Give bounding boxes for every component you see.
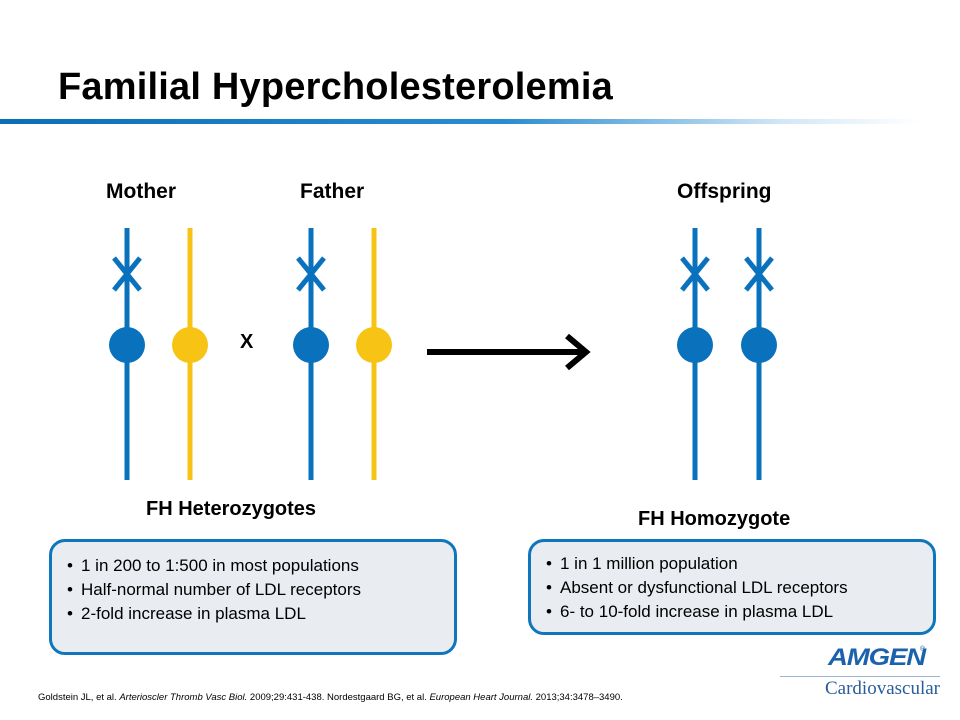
- offspring-chromosome-mutant-2: [741, 228, 777, 480]
- fact-item: 1 in 200 to 1:500 in most populations: [65, 554, 454, 578]
- father-chromosome-mutant: [293, 228, 329, 480]
- logo-registered-mark: ®: [920, 646, 926, 653]
- citation: Goldstein JL, et al. Arterioscler Thromb…: [38, 692, 623, 703]
- father-label: Father: [300, 180, 365, 203]
- x-mark-icon: [680, 256, 710, 292]
- cross-symbol: X: [240, 331, 254, 353]
- citation-details-1: 2009;29:431-438. Nordestgaard BG, et al.: [247, 692, 430, 703]
- arrow-right-icon: [427, 333, 591, 371]
- logo-division: Cardiovascular: [824, 678, 940, 699]
- centromere-mutant: [293, 327, 329, 363]
- x-mark-icon: [296, 256, 326, 292]
- mother-label: Mother: [106, 180, 176, 203]
- mother-chromosome-mutant: [109, 228, 145, 480]
- x-mark-icon: [744, 256, 774, 292]
- fact-item: 1 in 1 million population: [544, 552, 933, 576]
- centromere-mutant: [741, 327, 777, 363]
- citation-details-2: 2013;34:3478–3490.: [532, 692, 623, 703]
- logo-brand: AMGEN: [828, 644, 926, 671]
- citation-journal-2: European Heart Journal.: [429, 692, 533, 703]
- offspring-chromosome-mutant-1: [677, 228, 713, 480]
- citation-journal-1: Arterioscler Thromb Vasc Biol.: [119, 692, 248, 703]
- citation-authors-1: Goldstein JL, et al.: [38, 692, 120, 703]
- title-underline: [0, 119, 920, 124]
- centromere-mutant: [109, 327, 145, 363]
- mother-chromosome-normal: [172, 228, 208, 480]
- heterozygote-facts-box: 1 in 200 to 1:500 in most populations Ha…: [49, 539, 457, 655]
- centromere-normal: [172, 327, 208, 363]
- logo-divider: [780, 676, 940, 677]
- page-title: Familial Hypercholesterolemia: [58, 66, 613, 108]
- amgen-cardiovascular-logo: AMGEN ® Cardiovascular: [780, 644, 940, 704]
- homozygote-label: FH Homozygote: [638, 508, 791, 530]
- heterozygotes-label: FH Heterozygotes: [146, 498, 317, 520]
- centromere-normal: [356, 327, 392, 363]
- fact-item: 2-fold increase in plasma LDL: [65, 602, 454, 626]
- offspring-label: Offspring: [677, 180, 772, 203]
- fact-item: 6- to 10-fold increase in plasma LDL: [544, 600, 933, 624]
- fact-item: Half-normal number of LDL receptors: [65, 578, 454, 602]
- centromere-mutant: [677, 327, 713, 363]
- homozygote-facts-box: 1 in 1 million population Absent or dysf…: [528, 539, 936, 635]
- fact-item: Absent or dysfunctional LDL receptors: [544, 576, 933, 600]
- father-chromosome-normal: [356, 228, 392, 480]
- x-mark-icon: [112, 256, 142, 292]
